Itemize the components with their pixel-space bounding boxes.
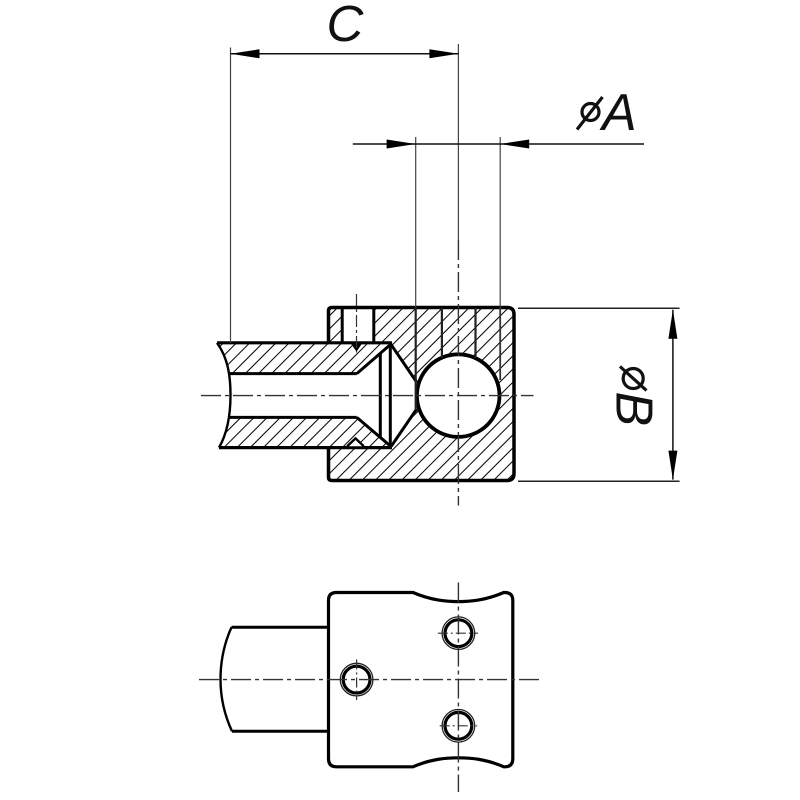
svg-text:B: B [605,392,663,427]
svg-text:A: A [599,84,637,142]
svg-text:C: C [327,0,365,52]
